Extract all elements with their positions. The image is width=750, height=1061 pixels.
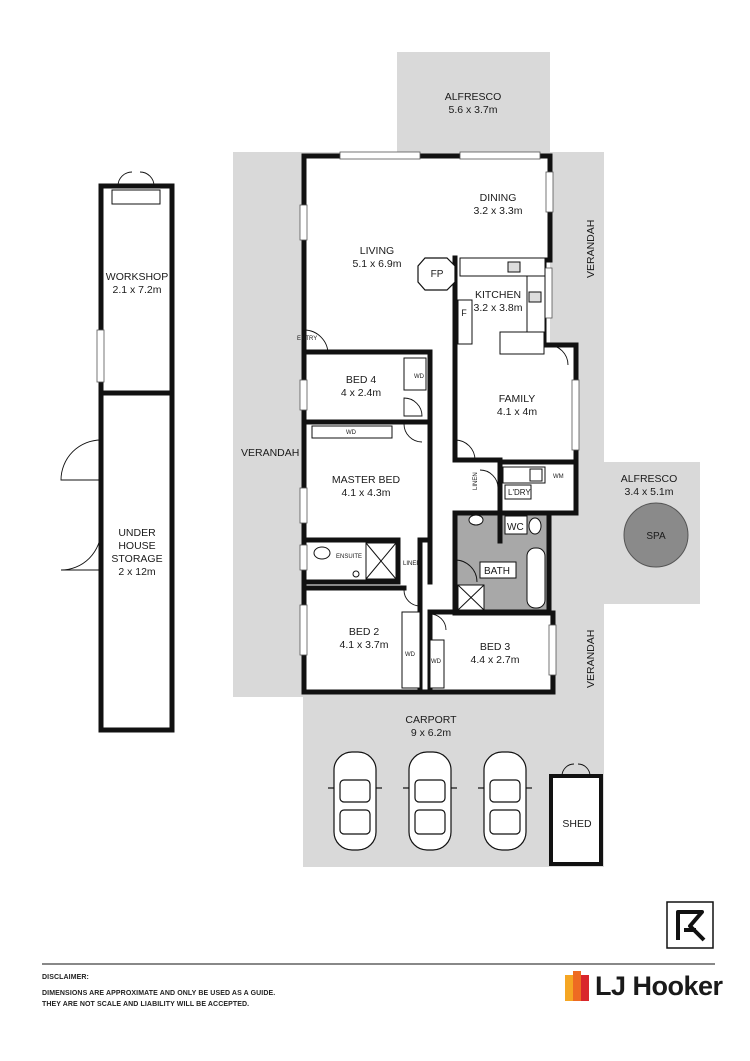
verandah-bottom-label: VERANDAH bbox=[585, 630, 597, 688]
verandah-left-label: VERANDAH bbox=[241, 447, 299, 459]
car-icon bbox=[403, 751, 457, 851]
alfresco-top-dim: 5.6 x 3.7m bbox=[448, 104, 497, 116]
spa-icon bbox=[623, 502, 689, 568]
storage-line3: STORAGE bbox=[111, 553, 162, 565]
alfresco-top-name: ALFRESCO bbox=[445, 91, 502, 103]
storage-dim: 2 x 12m bbox=[118, 566, 156, 578]
wc-box bbox=[504, 515, 528, 535]
alfresco-right-name: ALFRESCO bbox=[621, 473, 678, 485]
alfresco-right-dim: 3.4 x 5.1m bbox=[624, 486, 673, 498]
workshop-dim: 2.1 x 7.2m bbox=[112, 284, 161, 296]
bathtub bbox=[526, 547, 546, 609]
workshop-building bbox=[60, 171, 175, 733]
toilet-icon bbox=[528, 517, 542, 535]
basin-icon bbox=[468, 514, 484, 526]
ensuite-label: ENSUITE bbox=[336, 554, 362, 560]
kitchen-dim: 3.2 x 3.8m bbox=[473, 302, 522, 314]
bed4-dim: 4 x 2.4m bbox=[341, 387, 382, 399]
doors bbox=[303, 329, 569, 631]
shed bbox=[549, 774, 603, 866]
washing-machine-label: WM bbox=[553, 474, 564, 480]
kitchen-name: KITCHEN bbox=[475, 289, 521, 301]
windows bbox=[299, 151, 580, 676]
brand-logo: LJ Hooker bbox=[565, 968, 723, 1004]
dining-name: DINING bbox=[480, 192, 517, 204]
family-dim: 4.1 x 4m bbox=[497, 406, 538, 418]
linen-label-hall: LINEN bbox=[403, 561, 421, 567]
carport-dim: 9 x 6.2m bbox=[411, 727, 452, 739]
bed2-name: BED 2 bbox=[349, 626, 380, 638]
car-icons bbox=[328, 751, 532, 851]
wardrobe-bed4-label: WD bbox=[414, 374, 425, 380]
storage-line2: HOUSE bbox=[118, 540, 155, 552]
kitchen-benches bbox=[457, 257, 546, 355]
storage-line1: UNDER bbox=[118, 527, 156, 539]
car-icon bbox=[478, 751, 532, 851]
bed3-dim: 4.4 x 2.7m bbox=[470, 654, 519, 666]
shower bbox=[457, 584, 485, 611]
wardrobe-bed2-label: WD bbox=[405, 652, 416, 658]
wardrobes bbox=[311, 357, 445, 689]
ensuite-fixtures bbox=[313, 542, 397, 580]
brand-mark-icon bbox=[565, 971, 589, 1001]
living-name: LIVING bbox=[360, 245, 394, 257]
linen-label-laundry: LINEN bbox=[473, 472, 479, 490]
fireplace bbox=[417, 257, 456, 291]
disclaimer-title: DISCLAIMER: bbox=[42, 974, 89, 981]
laundry-label: L'DRY bbox=[508, 488, 531, 497]
dining-dim: 3.2 x 3.3m bbox=[473, 205, 522, 217]
carport-name: CARPORT bbox=[405, 714, 457, 726]
bed2-dim: 4.1 x 3.7m bbox=[339, 639, 388, 651]
fridge-label: F bbox=[461, 308, 467, 318]
bed3-name: BED 3 bbox=[480, 641, 511, 653]
room-labels: ALFRESCO 5.6 x 3.7m DINING 3.2 x 3.3m LI… bbox=[332, 91, 677, 739]
shed-label: SHED bbox=[562, 818, 592, 830]
bath-label-box bbox=[479, 561, 517, 579]
workshop-name: WORKSHOP bbox=[106, 271, 168, 283]
wardrobe-master-label: WD bbox=[346, 430, 357, 436]
entry-label: ENTRY bbox=[297, 336, 317, 342]
master-name: MASTER BED bbox=[332, 474, 401, 486]
wc-label: WC bbox=[507, 522, 524, 533]
bed4-name: BED 4 bbox=[346, 374, 377, 386]
verandah-top-label: VERANDAH bbox=[585, 220, 597, 278]
bath-label: BATH bbox=[484, 566, 510, 577]
car-icon bbox=[328, 751, 382, 851]
living-dim: 5.1 x 6.9m bbox=[352, 258, 401, 270]
laundry-fixtures bbox=[502, 466, 546, 500]
alfresco-top-area bbox=[397, 52, 550, 154]
family-name: FAMILY bbox=[499, 393, 536, 405]
fireplace-label: FP bbox=[431, 269, 444, 280]
disclaimer-line1: DIMENSIONS ARE APPROXIMATE AND ONLY BE U… bbox=[42, 990, 276, 997]
compass-icon bbox=[666, 901, 714, 949]
brand-name: LJ Hooker bbox=[595, 970, 723, 1001]
wardrobe-bed3-label: WD bbox=[431, 659, 442, 665]
spa-label: SPA bbox=[646, 531, 666, 542]
interior-walls bbox=[301, 255, 579, 695]
disclaimer-line2: THEY ARE NOT SCALE AND LIABILITY WILL BE… bbox=[42, 1001, 250, 1008]
master-dim: 4.1 x 4.3m bbox=[341, 487, 390, 499]
